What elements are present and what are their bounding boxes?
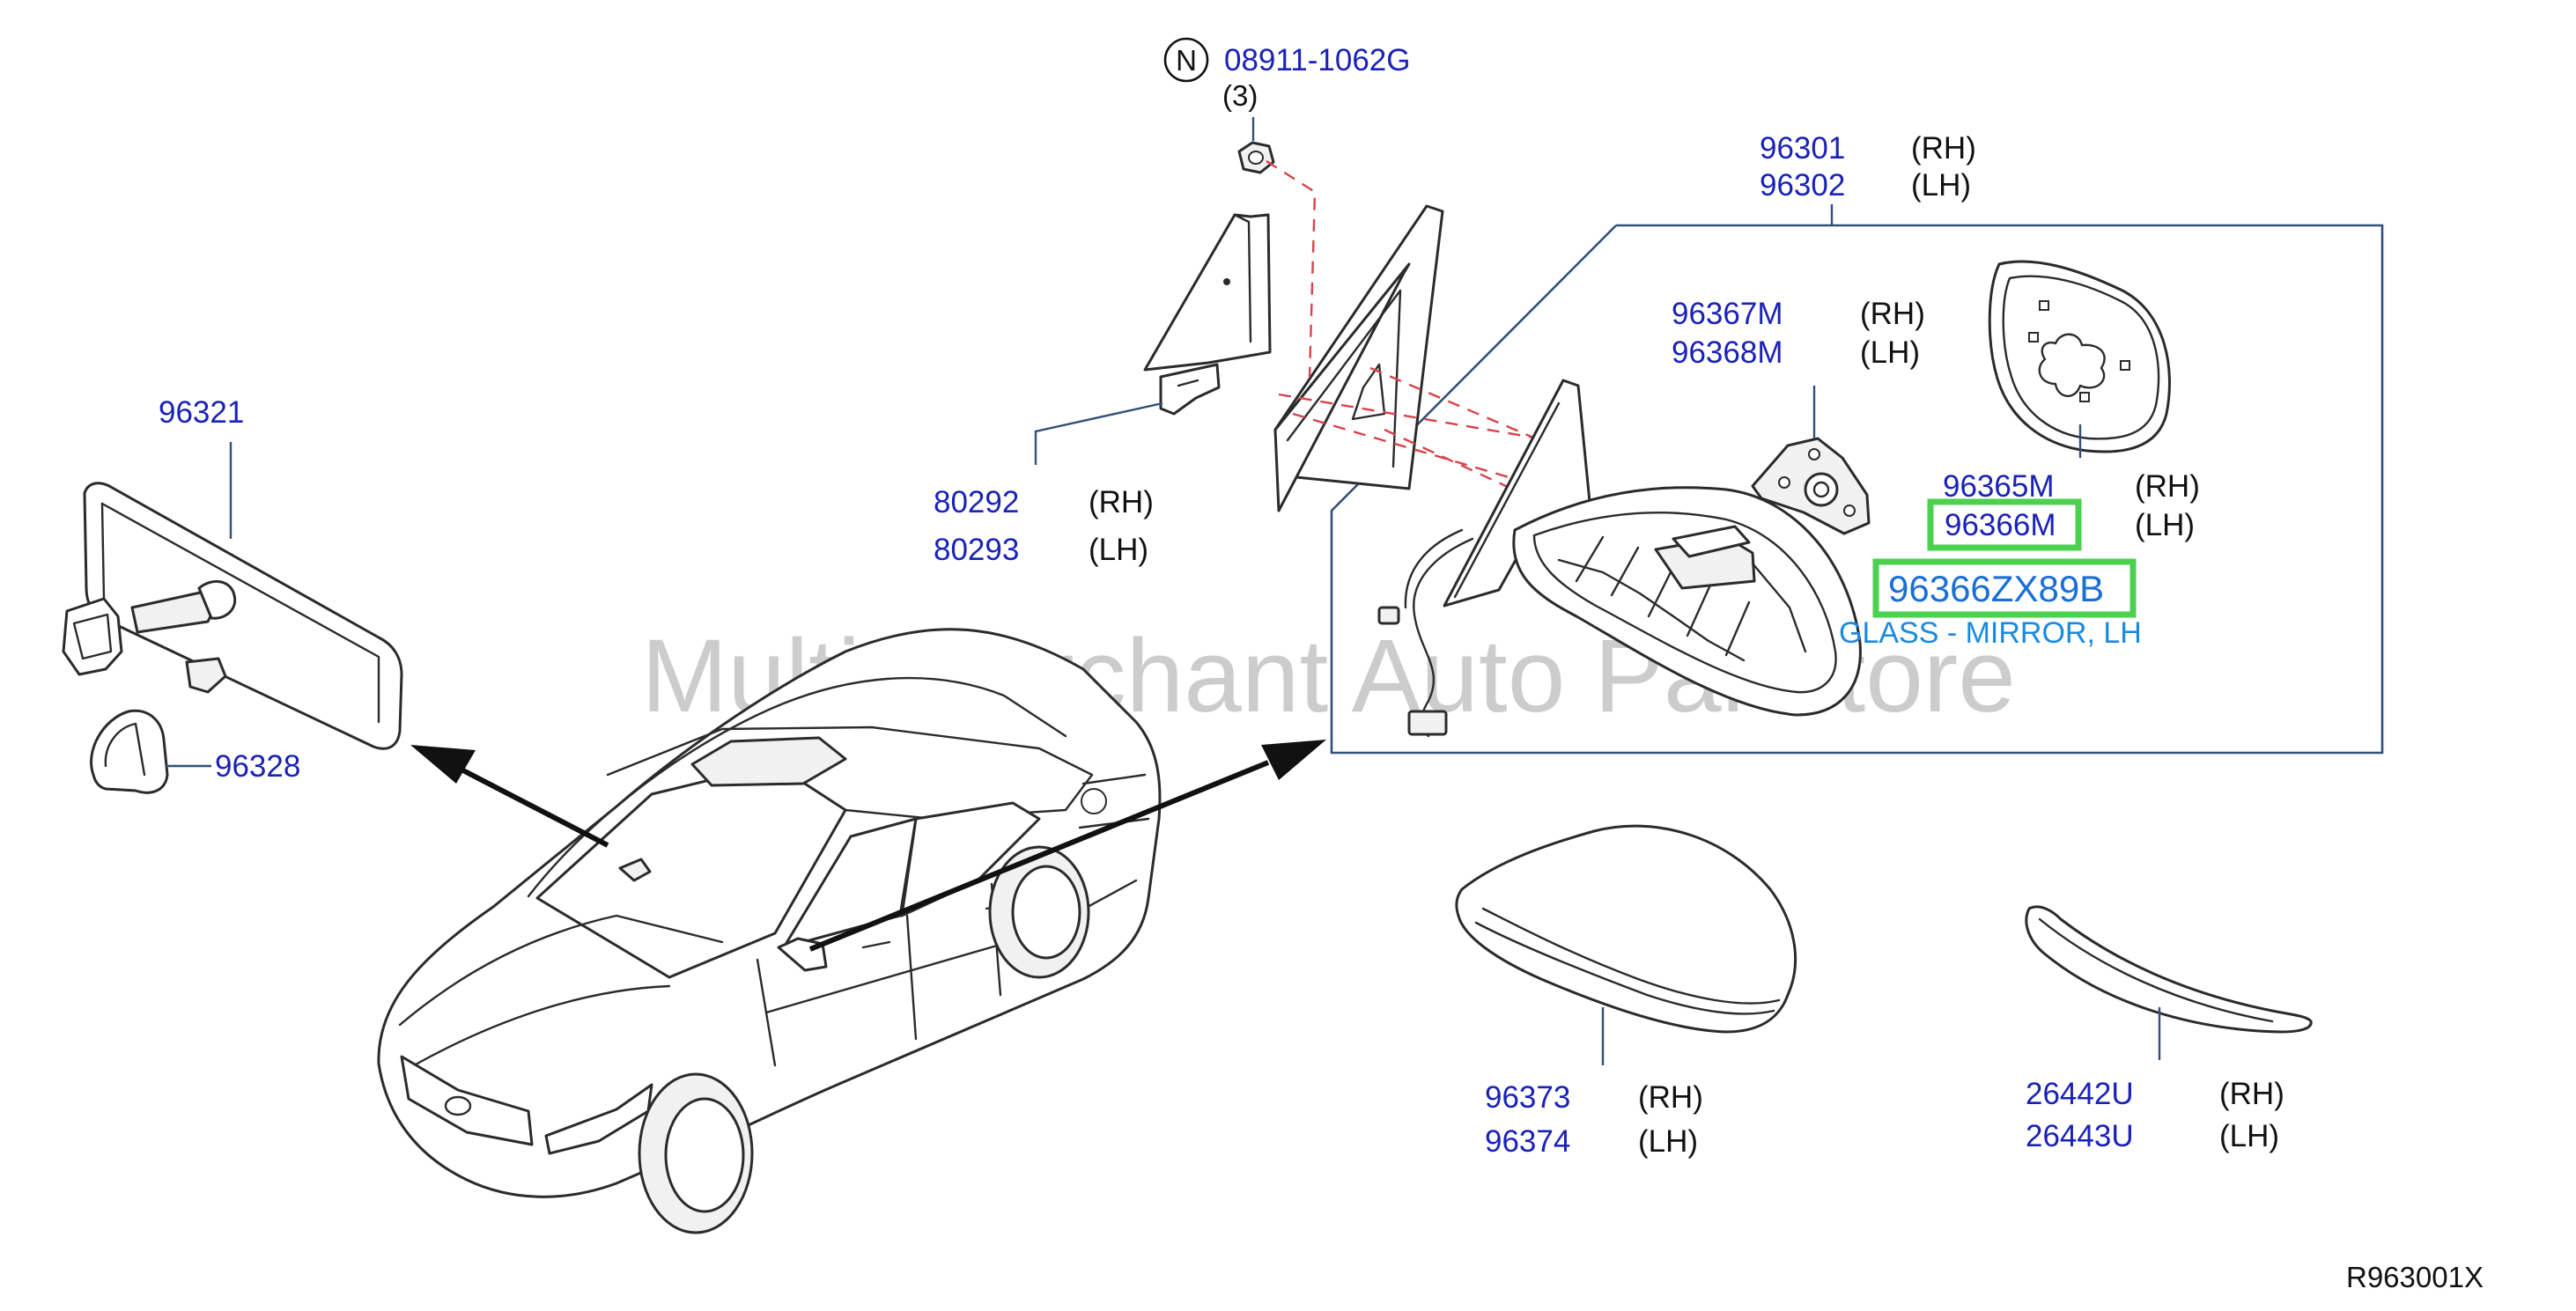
- nut-circle-letter: N: [1176, 44, 1197, 77]
- mirror-assy-lh-side: (LH): [1911, 168, 1971, 203]
- mirror-glass-lh-side: (LH): [2135, 508, 2195, 542]
- actuator-rh-side: (RH): [1860, 297, 1925, 331]
- mirror-wiring-harness: [1377, 528, 1474, 738]
- corner-finisher-rh-part[interactable]: 80292: [934, 485, 1019, 519]
- mounting-guide-4: [1369, 366, 1551, 446]
- vehicle-illustration: [377, 628, 1162, 1234]
- mirror-cover-rh-side: (RH): [1638, 1080, 1703, 1115]
- turn-lamp-lh-part[interactable]: 26443U: [2026, 1119, 2134, 1153]
- highlight-part-description: GLASS - MIRROR, LH: [1839, 616, 2142, 650]
- mirror-cover-lh-part[interactable]: 96374: [1485, 1124, 1570, 1159]
- highlight-part-box: [1872, 558, 2137, 618]
- new-part-circle: [1163, 37, 1209, 83]
- mirror-housing-part[interactable]: [1443, 379, 1862, 717]
- mirror-glass-rh-part[interactable]: 96365M: [1943, 469, 2054, 504]
- mirror-cover-lh-side: (LH): [1638, 1124, 1698, 1159]
- diagram-code: R963001X: [2346, 1261, 2484, 1293]
- mounting-guide-2: [1278, 393, 1551, 442]
- actuator-rh-part[interactable]: 96367M: [1672, 297, 1783, 331]
- mirror-cover-part[interactable]: [1455, 824, 1797, 1034]
- highlight-part-number[interactable]: 96366ZX89B: [1888, 568, 2104, 609]
- mirror-cover-rh-part[interactable]: 96373: [1485, 1080, 1570, 1115]
- mirror-glass-lh-highlight-box: [1927, 498, 2082, 551]
- inside-mirror-part[interactable]: [62, 482, 403, 750]
- arrow-to-inside-mirror: [410, 745, 609, 848]
- inside-mirror-part-number[interactable]: 96321: [159, 395, 244, 430]
- turn-lamp-part[interactable]: [2025, 905, 2313, 1034]
- turn-lamp-lh-side: (LH): [2219, 1119, 2279, 1153]
- mirror-glass-part[interactable]: [1988, 260, 2171, 453]
- mirror-actuator-part[interactable]: [1751, 437, 1871, 535]
- corner-finisher-leader: [1034, 401, 1163, 465]
- corner-finisher-part[interactable]: [1143, 213, 1272, 416]
- mirror-assy-rh-side: (RH): [1911, 131, 1976, 166]
- nut-part[interactable]: [1237, 141, 1275, 174]
- mount-cover-part[interactable]: [90, 709, 169, 794]
- mirror-assy-lh-part[interactable]: 96302: [1760, 168, 1845, 203]
- arrow-to-door-mirror: [808, 740, 1326, 952]
- corner-finisher-lh-part[interactable]: 80293: [934, 533, 1019, 567]
- mirror-glass-lh-part[interactable]: 96366M: [1945, 508, 2056, 542]
- nut-quantity: (3): [1222, 79, 1258, 112]
- corner-finisher-lh-side: (LH): [1089, 533, 1148, 567]
- nut-callout: N 08911-1062G (3): [1163, 37, 1410, 141]
- turn-lamp-rh-part[interactable]: 26442U: [2026, 1077, 2134, 1111]
- actuator-lh-side: (LH): [1860, 335, 1920, 370]
- mounting-guide-1: [1266, 159, 1317, 378]
- turn-lamp-rh-side: (RH): [2219, 1077, 2284, 1111]
- door-frame-segment: [1273, 204, 1444, 512]
- mounting-guide-3: [1292, 412, 1516, 481]
- mount-cover-part-number[interactable]: 96328: [215, 749, 300, 784]
- mirror-assy-rh-part[interactable]: 96301: [1760, 131, 1845, 166]
- actuator-lh-part[interactable]: 96368M: [1672, 335, 1783, 370]
- mirror-glass-rh-side: (RH): [2135, 469, 2200, 504]
- nut-part-number[interactable]: 08911-1062G: [1224, 43, 1410, 77]
- corner-finisher-rh-side: (RH): [1089, 485, 1154, 519]
